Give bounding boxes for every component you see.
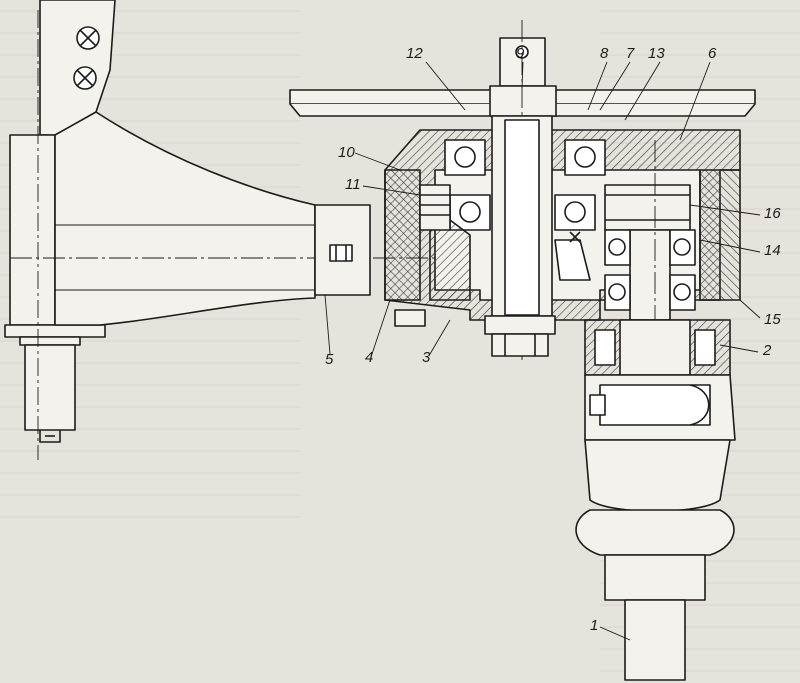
right-spindle-assembly bbox=[604, 140, 696, 670]
leader-lines bbox=[324, 61, 761, 641]
bottom-nut bbox=[484, 315, 556, 357]
callout-16: 16 bbox=[764, 205, 781, 222]
bearing-right-upper-right bbox=[669, 229, 696, 266]
bearing-upper-left bbox=[444, 139, 486, 176]
callout-9: 9 bbox=[516, 45, 525, 62]
callout-13: 13 bbox=[648, 45, 665, 62]
callout-14: 14 bbox=[764, 242, 781, 259]
callout-2: 2 bbox=[763, 342, 772, 359]
callout-7: 7 bbox=[626, 45, 635, 62]
callout-1: 1 bbox=[590, 617, 599, 634]
seal-block bbox=[584, 319, 731, 376]
center-shaft-assembly bbox=[429, 115, 606, 317]
housing-bolt bbox=[394, 309, 426, 327]
bearing-right-upper-left bbox=[604, 229, 631, 266]
callout-15: 15 bbox=[764, 311, 781, 328]
callout-8: 8 bbox=[600, 45, 609, 62]
chuck-body bbox=[584, 374, 736, 513]
callout-6: 6 bbox=[708, 45, 717, 62]
coupling-sleeve bbox=[314, 204, 371, 296]
callout-12: 12 bbox=[406, 45, 423, 62]
callout-3: 3 bbox=[422, 349, 431, 366]
tool-holder bbox=[575, 509, 735, 681]
left-gear bbox=[419, 184, 451, 231]
bearing-lower-right bbox=[554, 194, 596, 231]
callout-4: 4 bbox=[365, 349, 374, 366]
callout-11: 11 bbox=[345, 176, 361, 193]
callout-10: 10 bbox=[338, 144, 355, 161]
callout-5: 5 bbox=[325, 351, 334, 368]
column-bracket bbox=[4, 0, 116, 460]
bearing-upper-right bbox=[564, 139, 606, 176]
bearing-lower-left bbox=[449, 194, 491, 231]
